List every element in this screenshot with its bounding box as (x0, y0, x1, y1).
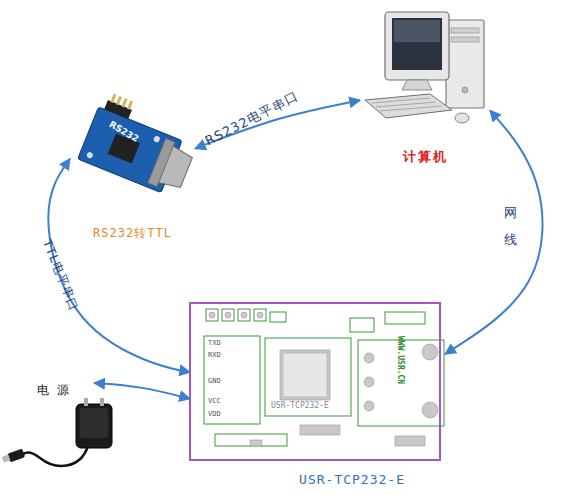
device-label: RS232转TTL (93, 226, 172, 240)
connection-label: TTL电平串口 (40, 238, 81, 314)
device-label: 计算机 (403, 149, 448, 165)
connection-label: RS232电平串口 (203, 89, 301, 149)
part-label: USR-TCP232-E (271, 402, 329, 411)
board-illustration (190, 303, 444, 460)
part-label: RS232 (107, 120, 140, 145)
computer-illustration (365, 12, 484, 123)
part-label: VCC (208, 398, 221, 406)
device-label: USR-TCP232-E (299, 472, 405, 488)
connector-arrow (48, 159, 190, 372)
part-label: VDD (208, 411, 221, 419)
part-label: TXD (208, 340, 221, 348)
rs232-module-illustration (78, 90, 204, 198)
device-node: RS232转TTL (70, 105, 195, 240)
device-label: 电源 (37, 383, 77, 397)
part-label: GND (208, 378, 221, 386)
device-node: USR-TCP232-E (190, 300, 445, 490)
connector-arrow (94, 383, 190, 399)
connection-label: 网线 (503, 196, 517, 248)
part-label: RXD (208, 352, 221, 360)
connector-arrow (445, 110, 543, 354)
part-label: WWW.USR.CN (395, 336, 404, 384)
power-adapter-illustration (2, 398, 112, 466)
device-node: 计算机 (360, 10, 490, 165)
device-node: 电源 (5, 383, 120, 475)
